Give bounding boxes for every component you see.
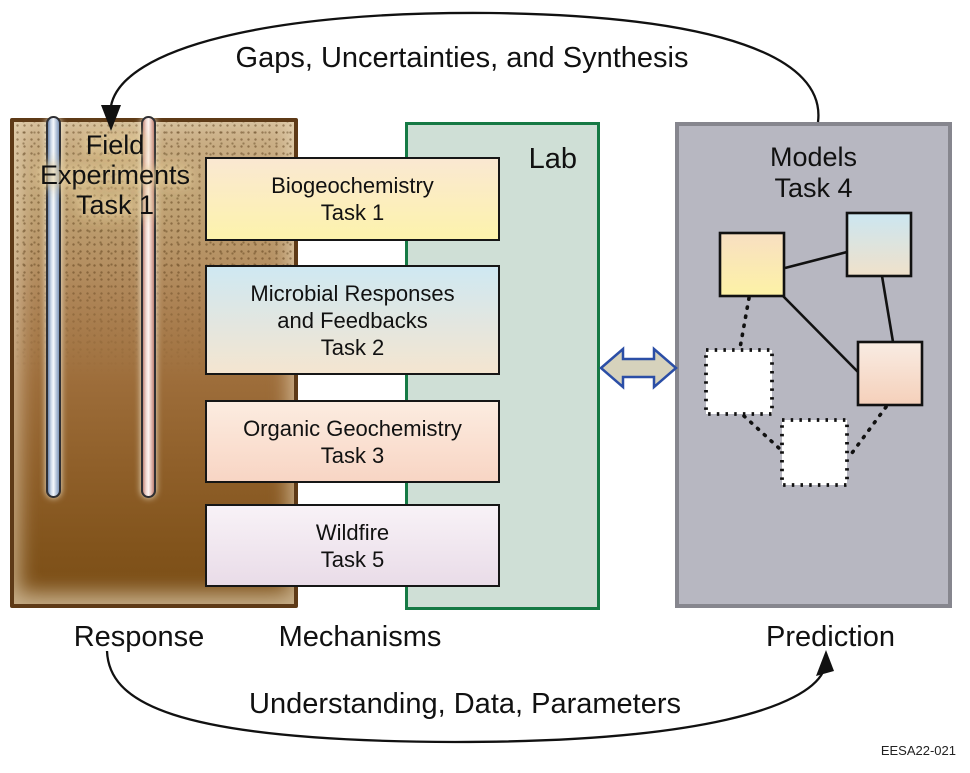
task-box-microbial: Microbial Responses and Feedbacks Task 2 [205,265,500,375]
field-experiments-label: Field Experiments Task 1 [10,130,220,220]
top-arc-label: Gaps, Uncertainties, and Synthesis [235,42,689,74]
models-box: Models Task 4 [675,122,952,608]
task-organic-title: Organic Geochemistry [243,415,462,441]
field-label-line3: Task 1 [75,190,155,220]
task-box-organic-geochemistry: Organic Geochemistry Task 3 [205,400,500,483]
field-label-line1: Field [85,130,145,160]
bidirectional-arrow-icon [599,346,678,390]
response-label: Response [73,621,205,653]
task-box-biogeochemistry: Biogeochemistry Task 1 [205,157,500,241]
task-organic-task: Task 3 [320,442,385,468]
lab-label: Lab [528,143,577,175]
soil-probe-blue-icon [46,116,61,498]
bottom-arc-label: Understanding, Data, Parameters [249,688,681,720]
models-label: Models Task 4 [679,142,948,204]
task-micro-title2: and Feedbacks [277,307,428,333]
task-bio-task: Task 1 [320,200,385,225]
mechanisms-label: Mechanisms [278,621,442,653]
field-label-line2: Experiments [39,160,191,190]
figure-code: EESA22-021 [880,743,956,758]
models-label-line1: Models [769,142,858,172]
models-label-line2: Task 4 [774,173,853,203]
task-bio-title: Biogeochemistry [271,173,434,198]
task-box-wildfire: Wildfire Task 5 [205,504,500,587]
task-micro-title1: Microbial Responses [250,280,455,306]
task-micro-task: Task 2 [320,334,385,360]
prediction-label: Prediction [766,621,895,653]
task-wildfire-title: Wildfire [315,519,390,545]
task-wildfire-task: Task 5 [320,546,385,572]
